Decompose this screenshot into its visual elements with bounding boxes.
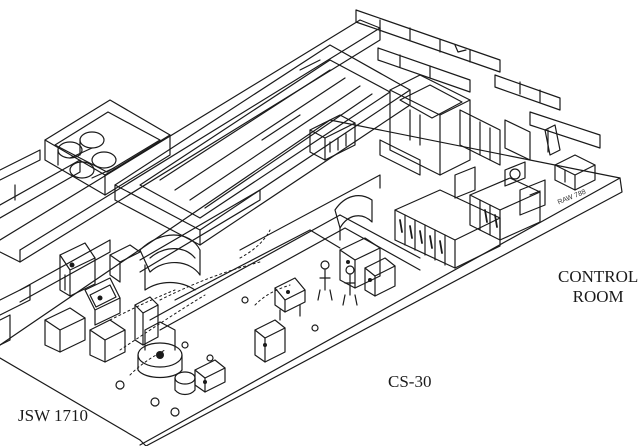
- floor-slab: [0, 119, 623, 446]
- control-room-racks: [394, 161, 546, 269]
- control-room-label: CONTROL ROOM: [558, 267, 638, 307]
- hot-cell-block: [114, 44, 411, 246]
- cyclotron-area: [0, 195, 396, 417]
- back-walls: [0, 9, 601, 263]
- equipment-room: [379, 74, 596, 191]
- tank-room: [44, 99, 171, 196]
- partition-walls: [0, 174, 421, 331]
- beam-lines: [109, 229, 291, 376]
- cyclotron-label: CS-30: [388, 372, 432, 391]
- scanner-label: JSW 1710: [18, 406, 89, 425]
- control-room-label-line1: CONTROL: [558, 267, 638, 286]
- control-room-label-line2: ROOM: [572, 287, 624, 306]
